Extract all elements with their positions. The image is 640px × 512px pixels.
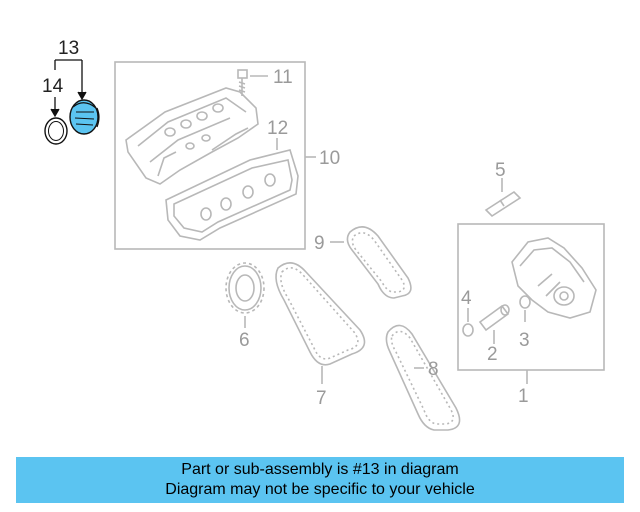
callout-11: 11	[273, 67, 293, 88]
part-1-timing-cover[interactable]	[511, 237, 597, 319]
banner-line-disclaimer: Diagram may not be specific to your vehi…	[165, 481, 475, 498]
part-1-group-box	[457, 223, 605, 371]
part-14-filler-cap-gasket[interactable]	[44, 117, 68, 145]
callout-14: 14	[42, 76, 64, 97]
part-11-bolt[interactable]	[237, 69, 248, 96]
callout-9: 9	[314, 233, 325, 254]
banner-line-part: Part or sub-assembly is #13 in diagram	[181, 461, 459, 478]
callout-3: 3	[519, 330, 530, 351]
callout-8: 8	[428, 359, 439, 380]
callout-12: 12	[267, 118, 288, 139]
part-4-o-ring[interactable]	[462, 323, 474, 337]
part-5-sensor[interactable]	[484, 190, 522, 218]
callout-2: 2	[487, 344, 498, 365]
callout-13-14-leaders	[50, 59, 87, 118]
part-6-sprocket[interactable]	[225, 262, 265, 314]
part-9-timing-chain[interactable]	[346, 226, 412, 299]
part-8-timing-chain[interactable]	[385, 324, 461, 431]
part-7-timing-chain[interactable]	[275, 262, 366, 366]
callout-1: 1	[518, 386, 529, 407]
part-3-o-ring[interactable]	[519, 295, 531, 309]
callout-labels: 1 2 3 4 5 6 7 8 9 10 11 12 13 14	[42, 38, 530, 409]
part-12-valve-cover-gasket[interactable]	[165, 149, 299, 241]
part-13-oil-filler-cap[interactable]	[69, 99, 100, 135]
info-banner: Part or sub-assembly is #13 in diagram D…	[16, 457, 624, 503]
part-2-tube[interactable]	[478, 304, 510, 332]
callout-4: 4	[461, 288, 472, 309]
callout-10: 10	[319, 148, 340, 169]
callout-13: 13	[58, 38, 79, 59]
callout-5: 5	[495, 160, 506, 181]
part-10-group-box	[114, 61, 306, 250]
part-10-valve-cover[interactable]	[125, 87, 259, 185]
callout-7: 7	[316, 388, 327, 409]
callout-6: 6	[239, 330, 250, 351]
